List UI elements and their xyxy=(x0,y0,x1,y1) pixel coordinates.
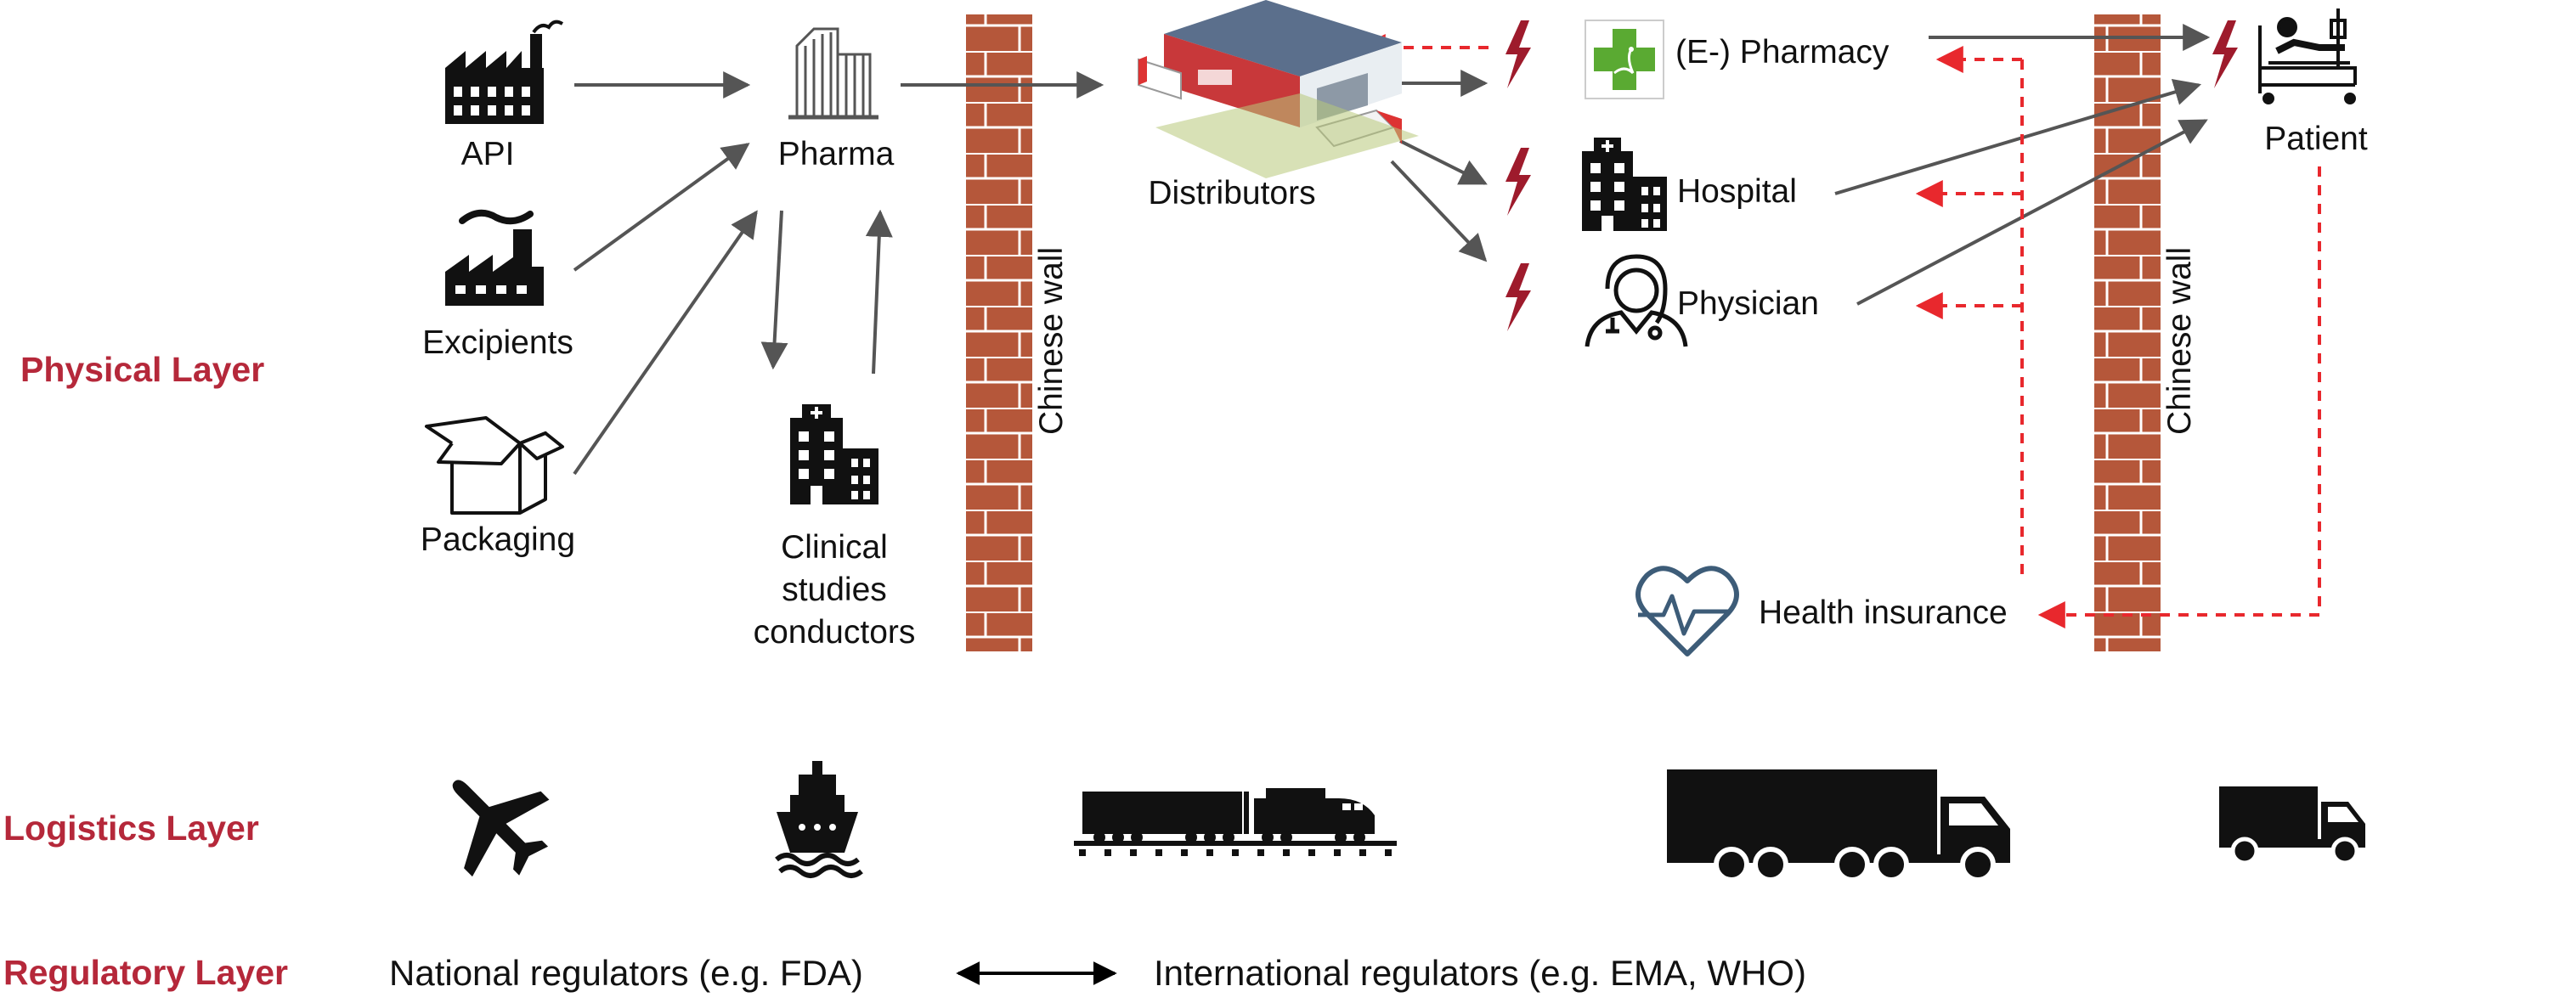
chinese-wall-left-label: Chinese wall xyxy=(1033,246,1070,435)
small-truck-icon xyxy=(2219,786,2365,865)
arrow-excipients-pharma xyxy=(573,143,750,272)
national-regulators-label: National regulators (e.g. FDA) xyxy=(389,953,863,993)
packaging-label: Packaging xyxy=(420,521,576,558)
chinese-wall-right xyxy=(2093,13,2162,653)
lightning-icon-patient xyxy=(2212,20,2238,88)
doctor-icon xyxy=(1585,254,1688,347)
pharmacy-cross-icon xyxy=(1585,20,1664,99)
chinese-wall-left xyxy=(964,13,1034,653)
arrow-packaging-pharma xyxy=(573,210,758,476)
pharma-label: Pharma xyxy=(777,136,895,172)
arrow-clinical-pharma xyxy=(865,209,893,375)
arrow-distributors-hospital xyxy=(1399,139,1488,185)
arrow-physician-patient xyxy=(1856,119,2208,306)
api-label: API xyxy=(460,136,515,172)
train-icon xyxy=(1074,788,1397,856)
reimbursement-arrows xyxy=(1358,34,2321,628)
regulatory-layer-label: Regulatory Layer xyxy=(3,953,288,992)
factory-smoke-icon xyxy=(445,209,544,306)
patient-bed-icon xyxy=(2258,8,2357,104)
chinese-wall-right-label: Chinese wall xyxy=(2161,246,2198,435)
excipients-label: Excipients xyxy=(422,324,573,361)
office-building-icon xyxy=(788,27,878,120)
hospital-building-icon xyxy=(1582,138,1667,231)
hospital-building-icon xyxy=(790,404,878,504)
distributors-label: Distributors xyxy=(1148,175,1316,211)
open-box-icon xyxy=(425,416,564,515)
airplane-icon xyxy=(452,780,550,877)
arrow-distributors-physician xyxy=(1390,160,1488,262)
supply-flow-arrows xyxy=(573,24,2211,476)
heart-pulse-icon xyxy=(1635,566,1739,656)
warehouse-icon xyxy=(1138,0,1419,178)
logistics-layer-label: Logistics Layer xyxy=(3,809,259,848)
ship-icon xyxy=(775,761,863,878)
factory-icon xyxy=(445,20,564,124)
health-insurance-label: Health insurance xyxy=(1759,594,2008,631)
hospital-label: Hospital xyxy=(1677,173,1797,210)
lightning-icons xyxy=(1505,20,2238,331)
arrow-hospital-patient xyxy=(1834,78,2202,195)
clinical-label: Clinical studies conductors xyxy=(753,529,916,651)
physician-label: Physician xyxy=(1677,285,1819,322)
international-regulators-label: International regulators (e.g. EMA, WHO) xyxy=(1154,953,1806,993)
physical-layer-label: Physical Layer xyxy=(20,350,265,389)
large-truck-icon xyxy=(1667,769,2010,882)
lightning-icon-pharmacy xyxy=(1505,20,1531,88)
pharmacy-label: (E-) Pharmacy xyxy=(1675,34,1890,70)
arrow-pharma-clinical xyxy=(760,210,788,370)
patient-label: Patient xyxy=(2264,121,2368,157)
lightning-icon-hospital xyxy=(1505,148,1531,216)
lightning-icon-physician xyxy=(1505,263,1531,331)
